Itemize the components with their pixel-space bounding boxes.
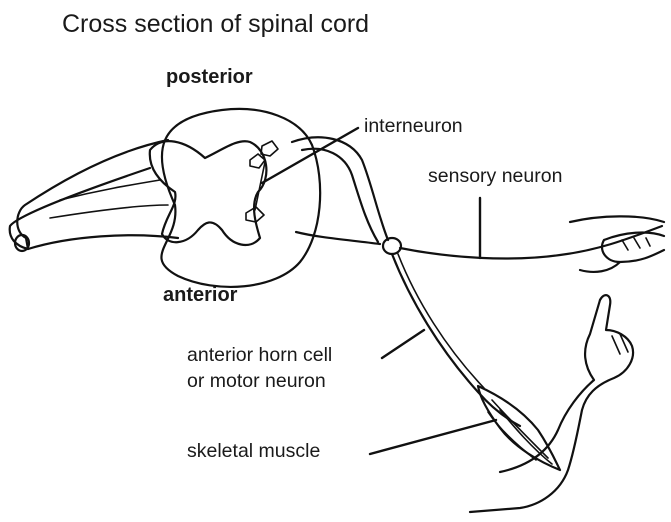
right-dorsal-root-inner bbox=[302, 149, 378, 242]
motor-neuron-fiber bbox=[392, 254, 520, 426]
left-dorsal-root bbox=[10, 140, 168, 249]
right-dorsal-root bbox=[292, 137, 388, 240]
motor-neuron-fiber-2 bbox=[398, 254, 484, 388]
right-ventral-root bbox=[296, 232, 380, 244]
spinal-cord-outline bbox=[161, 109, 320, 287]
grey-matter bbox=[150, 141, 267, 245]
left-ventral-root bbox=[28, 235, 178, 249]
motor-neuron-leader-line bbox=[382, 330, 424, 358]
interneuron-cell-body bbox=[261, 141, 278, 156]
left-root-fibers bbox=[50, 180, 168, 218]
spinal-nerve-cut bbox=[383, 238, 401, 254]
interneuron-leader-line bbox=[262, 128, 358, 183]
muscle-striations bbox=[488, 400, 552, 464]
raised-arm-inner bbox=[500, 300, 600, 472]
skeletal-muscle-leader-line bbox=[370, 420, 496, 454]
